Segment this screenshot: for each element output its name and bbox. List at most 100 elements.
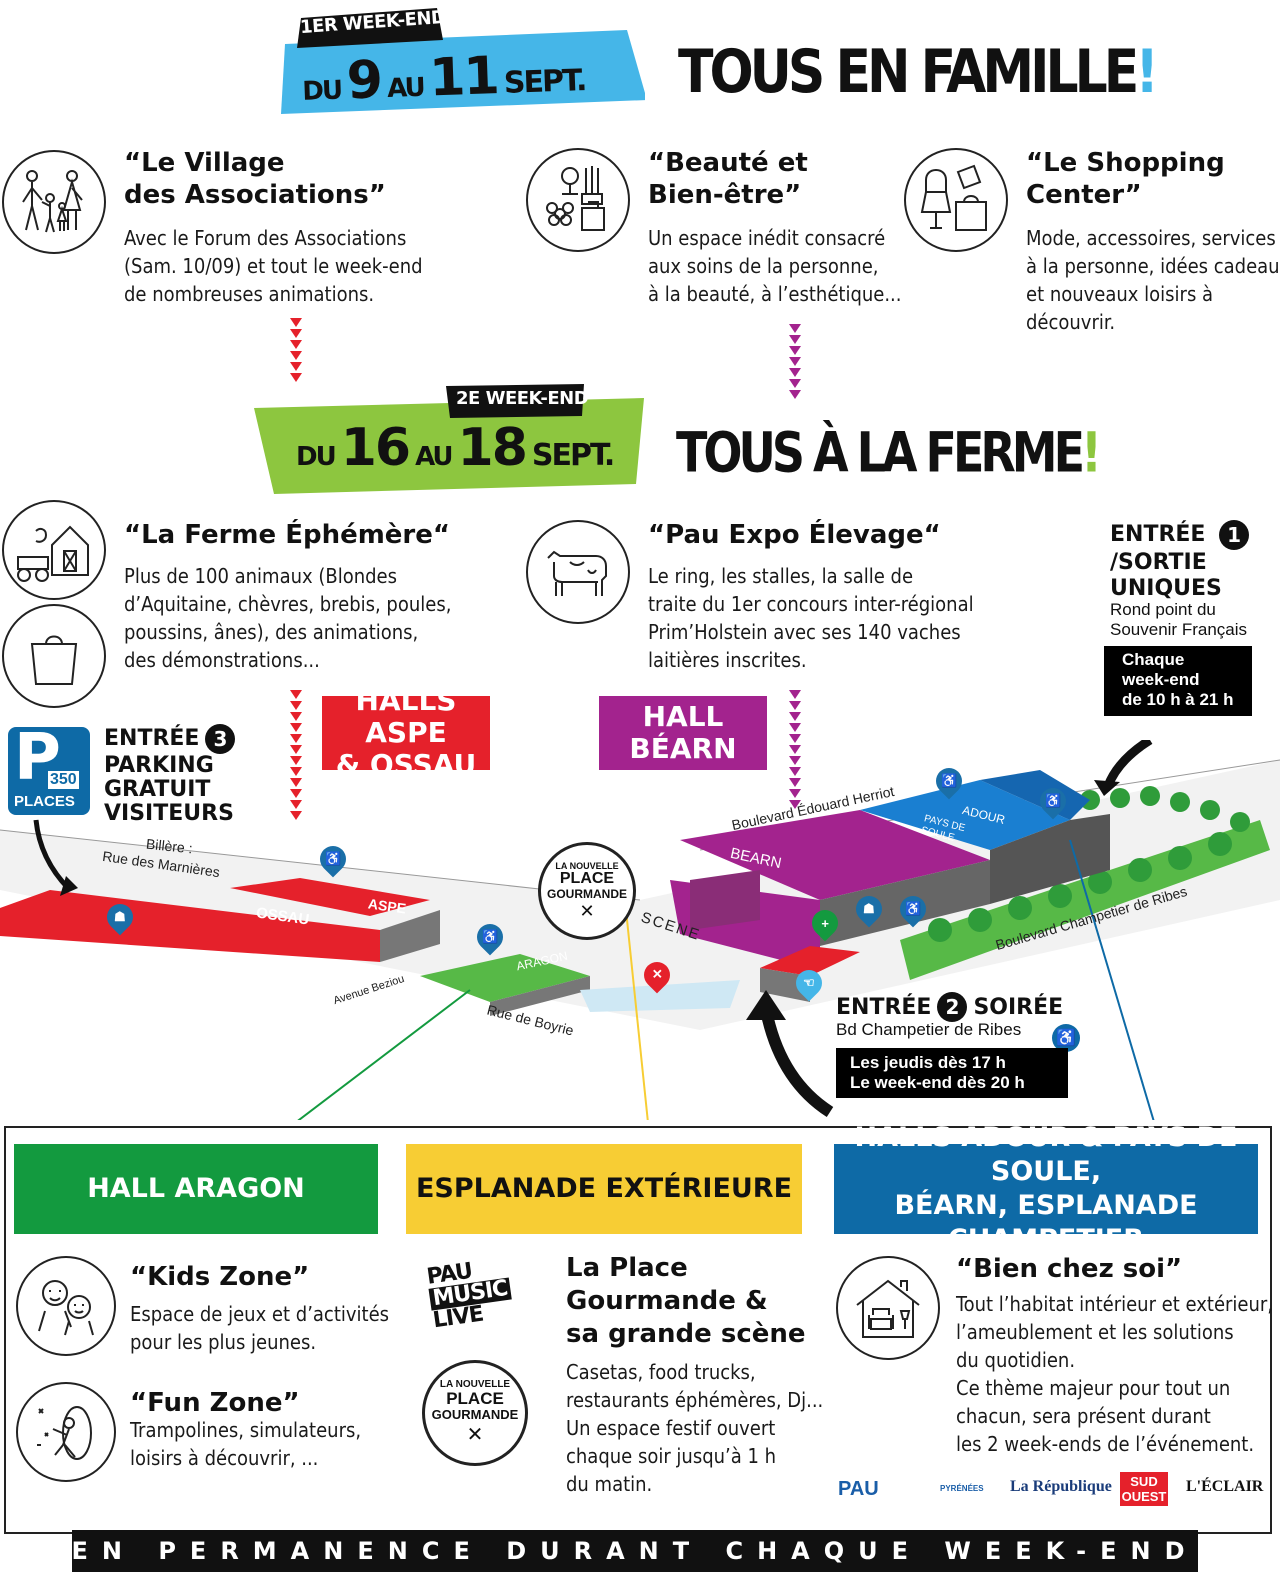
entree2-number: 2 <box>937 992 968 1022</box>
shopping-desc-2: à la personne, idées cadeaux <box>1026 254 1280 278</box>
adour-desc-2: l’ameublement et les solutions <box>956 1320 1234 1344</box>
entree1-hours-box: Chaque week-end de 10 h à 21 h <box>1104 646 1252 716</box>
ferme-desc-3: poussins, ânes), des animations, <box>124 620 419 644</box>
dates-au: AU <box>386 72 425 104</box>
sud-ouest-logo: SUD OUEST <box>1120 1472 1168 1506</box>
place-gourmande-map-badge: LA NOUVELLE PLACE GOURMANDE ✕ <box>538 842 636 940</box>
dates-day2: 18 <box>457 418 528 478</box>
entree2-sub: Bd Champetier de Ribes <box>836 1020 1022 1039</box>
cutlery-icon: ✕ <box>579 900 595 921</box>
weekend1-banner-shape <box>281 8 645 114</box>
footer-banner: EN PERMANENCE DURANT CHAQUE WEEK-END <box>72 1530 1198 1572</box>
site-map <box>0 740 1280 1120</box>
dates-au: AU <box>415 442 453 472</box>
house-icon <box>836 1256 940 1360</box>
village-desc-1: Avec le Forum des Associations <box>124 226 407 250</box>
beauty-desc-3: à la beauté, à l’esthétique... <box>648 282 902 306</box>
adour-desc-1: Tout l’habitat intérieur et extérieur, <box>956 1292 1273 1316</box>
cutlery-icon: ✕ <box>466 1424 484 1446</box>
elevage-desc-2: traite du 1er concours inter-régional <box>648 592 974 616</box>
halls-aspe-ossau-label: HALLS ASPE& OSSAU <box>322 685 490 781</box>
family-icon <box>2 150 106 254</box>
village-title-2: des Associations” <box>124 180 386 210</box>
entree1-number: 1 <box>1219 520 1250 550</box>
la-republique-logo: La République <box>1010 1478 1112 1495</box>
elevage-desc-1: Le ring, les stalles, la salle de <box>648 564 914 588</box>
place-desc-1: Casetas, food trucks, <box>566 1360 756 1384</box>
village-desc-3: de nombreuses animations. <box>124 282 375 306</box>
beauty-desc-1: Un espace inédit consacré <box>648 226 886 250</box>
village-desc-2: (Sam. 10/09) et tout le week-end <box>124 254 423 278</box>
entree1-sub: Rond point du Souvenir Français <box>1110 600 1248 639</box>
dates-du: DU <box>301 75 342 107</box>
dates-day1: 16 <box>340 418 411 478</box>
place-desc-5: du matin. <box>566 1472 653 1496</box>
weekend2-banner-shape <box>254 384 644 494</box>
fun-title: “Fun Zone” <box>130 1388 300 1418</box>
shopping-desc-1: Mode, accessoires, services <box>1026 226 1276 250</box>
dates-month: SEPT. <box>503 63 586 101</box>
elevage-desc-3: Prim’Holstein avec ses 140 vaches <box>648 620 961 644</box>
shopping-desc-4: découvrir. <box>1026 310 1116 334</box>
kids-desc-2: pour les plus jeunes. <box>130 1330 317 1354</box>
accessibility-icon: ♿ <box>1052 1024 1080 1052</box>
beauty-title-1: “Beauté et <box>648 148 808 178</box>
kids-title: “Kids Zone” <box>130 1262 310 1292</box>
parking-number: 3 <box>205 724 236 754</box>
red-arrow-down-icon <box>288 690 304 822</box>
ferme-desc-2: d’Aquitaine, chèvres, brebis, poules, <box>124 592 452 616</box>
red-arrow-down-icon <box>288 318 304 384</box>
entree2-hours-box: Les jeudis dès 17 h Le week-end dès 20 h <box>836 1048 1068 1098</box>
column-header-aragon: HALL ARAGON <box>14 1144 378 1234</box>
adour-desc-3: du quotidien. <box>956 1348 1076 1372</box>
dates-day2: 11 <box>428 46 499 109</box>
weekend2-theme: TOUS À LA FERME! <box>676 420 1102 485</box>
dates-month: SEPT. <box>531 438 615 473</box>
village-title-1: “Le Village <box>124 148 285 178</box>
ferme-desc-4: des démonstrations... <box>124 648 320 672</box>
place-desc-3: Un espace festif ouvert <box>566 1416 776 1440</box>
pau-logo: PAU <box>838 1478 879 1500</box>
fun-zone-icon <box>16 1382 116 1482</box>
elevage-title: “Pau Expo Élevage“ <box>648 520 941 550</box>
elevage-desc-4: laitières inscrites. <box>648 648 807 672</box>
weekend2-dates: DU 16 AU 18 SEPT. <box>296 418 615 478</box>
adour-desc-5: chacun, sera présent durant <box>956 1404 1211 1428</box>
beauty-desc-2: aux soins de la personne, <box>648 254 879 278</box>
weekend1-dates: DU 9 AU 11 SEPT. <box>301 43 586 113</box>
dates-day1: 9 <box>345 50 382 112</box>
purple-arrow-down-icon <box>787 324 803 401</box>
weekend1-theme: TOUS EN FAMILLE! <box>678 38 1159 107</box>
adour-desc-6: les 2 week-ends de l’événement. <box>956 1432 1255 1456</box>
shopping-icon <box>904 148 1008 252</box>
entree1-title: ENTRÉE 1 /SORTIE UNIQUES <box>1110 520 1250 602</box>
farm-icon <box>2 500 106 600</box>
bien-chez-soi-title: “Bien chez soi” <box>956 1254 1183 1284</box>
purple-arrow-down-icon <box>787 690 803 811</box>
dates-du: DU <box>296 442 337 472</box>
fun-desc-1: Trampolines, simulateurs, <box>130 1418 362 1442</box>
leclair-logo: L'ÉCLAIR <box>1186 1478 1264 1495</box>
entree2-title: ENTRÉE 2 SOIRÉE <box>836 992 1063 1022</box>
parking-icon: P 350 PLACES <box>8 721 90 815</box>
cow-icon <box>526 520 630 624</box>
pyrenees-logo: PYRÉNÉES <box>940 1484 984 1493</box>
shopping-desc-3: et nouveaux loisirs à <box>1026 282 1214 306</box>
place-title: La Place Gourmande & sa grande scène <box>566 1253 806 1349</box>
ferme-desc-1: Plus de 100 animaux (Blondes <box>124 564 398 588</box>
place-desc-4: chaque soir jusqu’à 1 h <box>566 1444 777 1468</box>
column-header-esplanade: ESPLANADE EXTÉRIEURE <box>406 1144 802 1234</box>
pau-music-live-logo: PAU MUSIC LIVE <box>425 1254 530 1339</box>
shopping-title-1: “Le Shopping <box>1026 148 1225 178</box>
kids-icon <box>16 1256 116 1356</box>
column-header-adour: HALLS ADOUR & PAYS DE SOULE,BÉARN, ESPLA… <box>834 1122 1258 1255</box>
kids-desc-1: Espace de jeux et d’activités <box>130 1302 390 1326</box>
beauty-title-2: Bien-être” <box>648 180 802 210</box>
weekend2-badge: 2E WEEK-END <box>456 388 589 409</box>
place-desc-2: restaurants éphémères, Dj... <box>566 1388 824 1412</box>
shopping-bag-icon <box>2 604 106 708</box>
place-gourmande-logo: LA NOUVELLE PLACE GOURMANDE ✕ <box>422 1360 528 1466</box>
adour-desc-4: Ce thème majeur pour tout un <box>956 1376 1231 1400</box>
